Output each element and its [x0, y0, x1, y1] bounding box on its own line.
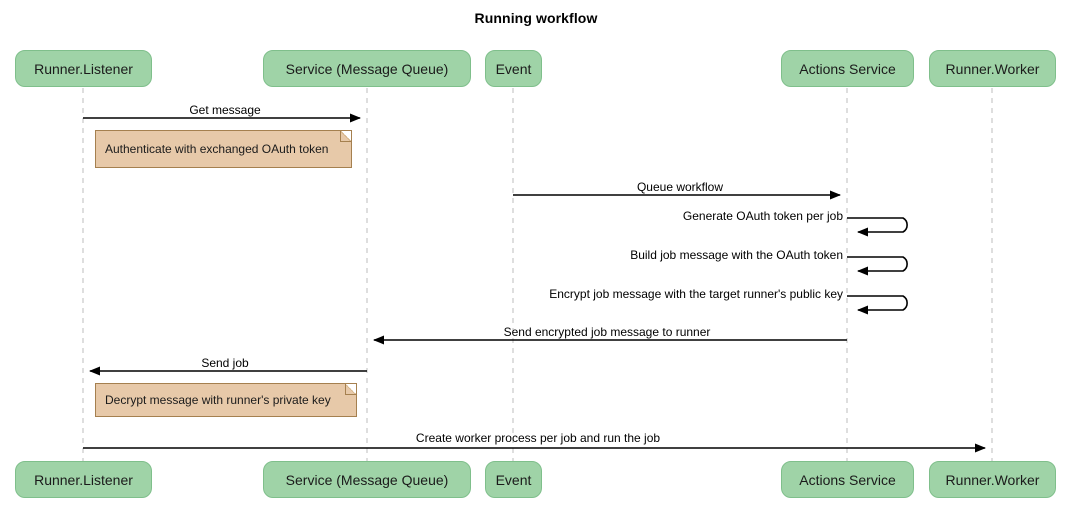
note-fold-corner-icon	[345, 384, 356, 395]
participant-label: Service (Message Queue)	[285, 471, 449, 488]
note-decrypt: Decrypt message with runner's private ke…	[95, 383, 357, 417]
participant-label: Event	[495, 60, 532, 77]
participant-top-actions-service[interactable]: Actions Service	[781, 50, 914, 87]
message-label-encrypt-job-message: Encrypt job message with the target runn…	[549, 287, 843, 301]
participant-label: Runner.Worker	[945, 60, 1040, 77]
message-self-loop-encrypt-job-message	[847, 295, 908, 315]
participant-top-runner-worker[interactable]: Runner.Worker	[929, 50, 1056, 87]
note-fold-corner-icon	[340, 131, 351, 142]
message-label-generate-oauth-token: Generate OAuth token per job	[682, 209, 843, 223]
note-label: Authenticate with exchanged OAuth token	[105, 142, 329, 156]
participant-label: Runner.Listener	[34, 471, 133, 488]
message-label-send-job: Send job	[201, 356, 249, 370]
message-self-loop-build-job-message	[847, 256, 908, 276]
messages	[83, 113, 986, 453]
message-self-loop-generate-oauth-token	[847, 217, 908, 237]
message-label-build-job-message: Build job message with the OAuth token	[630, 248, 843, 262]
page-title: Running workflow	[474, 10, 598, 26]
message-label-get-message: Get message	[189, 103, 261, 117]
participant-top-event[interactable]: Event	[485, 50, 542, 87]
participant-bottom-service-message-queue[interactable]: Service (Message Queue)	[263, 461, 471, 498]
participant-label: Actions Service	[799, 60, 896, 77]
participant-top-service-message-queue[interactable]: Service (Message Queue)	[263, 50, 471, 87]
participant-label: Event	[495, 471, 532, 488]
participant-bottom-runner-listener[interactable]: Runner.Listener	[15, 461, 152, 498]
message-label-send-encrypted-job-message: Send encrypted job message to runner	[503, 325, 711, 339]
participant-bottom-event[interactable]: Event	[485, 461, 542, 498]
participant-label: Runner.Worker	[945, 471, 1040, 488]
participant-label: Service (Message Queue)	[285, 60, 449, 77]
participant-label: Actions Service	[799, 471, 896, 488]
participant-bottom-runner-worker[interactable]: Runner.Worker	[929, 461, 1056, 498]
message-label-create-worker-process: Create worker process per job and run th…	[415, 431, 661, 445]
participant-bottom-actions-service[interactable]: Actions Service	[781, 461, 914, 498]
lifelines	[82, 88, 993, 461]
participant-top-runner-listener[interactable]: Runner.Listener	[15, 50, 152, 87]
message-label-queue-workflow: Queue workflow	[636, 180, 724, 194]
note-authenticate: Authenticate with exchanged OAuth token	[95, 130, 352, 168]
note-label: Decrypt message with runner's private ke…	[105, 393, 331, 407]
participant-label: Runner.Listener	[34, 60, 133, 77]
